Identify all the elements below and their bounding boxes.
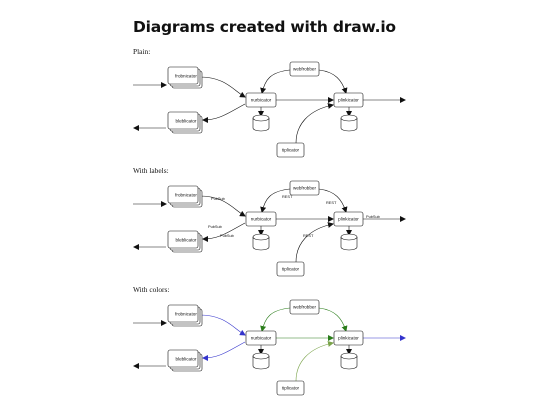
edge-label-rest: REST	[303, 233, 314, 238]
database-icon	[252, 233, 270, 251]
node-frobnicator: frobnicator	[167, 304, 203, 327]
plinkicator-label: plinkicator	[338, 217, 359, 222]
edge-frobnicator-to-nurbicator	[199, 314, 246, 336]
database-icon	[340, 352, 358, 370]
edge-tiplicator-to-plinkicator	[295, 222, 334, 263]
node-tiplicator: tiplicator	[276, 142, 305, 158]
node-bleblicator: bleblicator	[167, 230, 203, 253]
edge-nurbicator-to-bleblicator	[202, 341, 246, 361]
bleblicator-label: bleblicator	[176, 119, 197, 124]
edge-tiplicator-to-plinkicator	[295, 341, 334, 382]
edge-webfrobber-to-plinkicator	[318, 188, 348, 213]
edge-label-pubsub: PubSub	[211, 196, 225, 201]
edge-frobnicator-to-nurbicator	[199, 76, 246, 98]
node-tiplicator: tiplicator	[276, 261, 305, 277]
webfrobber-label: webfrobber	[293, 305, 316, 310]
node-nurbicator: nurbicator	[245, 92, 277, 108]
edge-webfrobber-to-nurbicator	[260, 188, 291, 213]
node-plinkicator: plinkicator	[333, 330, 364, 346]
database-icon	[340, 233, 358, 251]
edge-label-rest: REST	[326, 200, 337, 205]
node-tiplicator: tiplicator	[276, 380, 305, 396]
frobnicator-label: frobnicator	[175, 193, 197, 198]
node-webfrobber: webfrobber	[289, 180, 320, 196]
webfrobber-label: webfrobber	[293, 186, 316, 191]
edge-tiplicator-to-plinkicator	[295, 103, 334, 144]
frobnicator-label: frobnicator	[175, 312, 197, 317]
diagram-with-colors: frobnicator bleblicator webfrobber nurbi…	[133, 299, 406, 396]
edge-label-pubsub: PubSub	[366, 214, 380, 219]
node-bleblicator: bleblicator	[167, 111, 203, 134]
tiplicator-label: tiplicator	[282, 148, 300, 153]
edge-webfrobber-to-nurbicator	[260, 307, 291, 332]
tiplicator-label: tiplicator	[282, 386, 300, 391]
node-plinkicator: plinkicator	[333, 92, 364, 108]
node-webfrobber: webfrobber	[289, 299, 320, 315]
frobnicator-label: frobnicator	[175, 74, 197, 79]
database-icon	[252, 114, 270, 132]
node-nurbicator: nurbicator	[245, 330, 277, 346]
section-label-plain: Plain:	[133, 47, 151, 56]
nurbicator-label: nurbicator	[251, 336, 272, 341]
node-frobnicator: frobnicator	[167, 66, 203, 89]
edge-nurbicator-to-bleblicator	[202, 103, 246, 123]
edge-webfrobber-to-plinkicator	[318, 307, 348, 332]
edge-label-pubsub: PubSub	[208, 224, 222, 229]
database-icon	[252, 352, 270, 370]
plinkicator-label: plinkicator	[338, 336, 359, 341]
node-nurbicator: nurbicator	[245, 211, 277, 227]
plinkicator-label: plinkicator	[338, 98, 359, 103]
page-title: Diagrams created with draw.io	[133, 18, 396, 36]
bleblicator-label: bleblicator	[176, 238, 197, 243]
edge-label-pubsub: PubSub	[220, 233, 234, 238]
webfrobber-label: webfrobber	[293, 67, 316, 72]
edge-webfrobber-to-nurbicator	[260, 69, 291, 94]
node-bleblicator: bleblicator	[167, 349, 203, 372]
database-icon	[340, 114, 358, 132]
edge-label-rest: REST	[282, 194, 293, 199]
section-label-with-colors: With colors:	[133, 285, 170, 294]
nurbicator-label: nurbicator	[251, 98, 272, 103]
diagram-plain: frobnicator bleblicator webfrobber nurbi…	[133, 61, 406, 158]
edge-nurbicator-to-bleblicator	[202, 222, 246, 242]
bleblicator-label: bleblicator	[176, 357, 197, 362]
node-plinkicator: plinkicator	[333, 211, 364, 227]
diagram-with-labels: PubSub PubSub PubSub REST REST PubSub RE…	[133, 180, 406, 277]
section-label-with-labels: With labels:	[133, 166, 169, 175]
nurbicator-label: nurbicator	[251, 217, 272, 222]
node-webfrobber: webfrobber	[289, 61, 320, 77]
edge-frobnicator-to-nurbicator	[199, 195, 246, 217]
node-frobnicator: frobnicator	[167, 185, 203, 208]
tiplicator-label: tiplicator	[282, 267, 300, 272]
edge-webfrobber-to-plinkicator	[318, 69, 348, 94]
